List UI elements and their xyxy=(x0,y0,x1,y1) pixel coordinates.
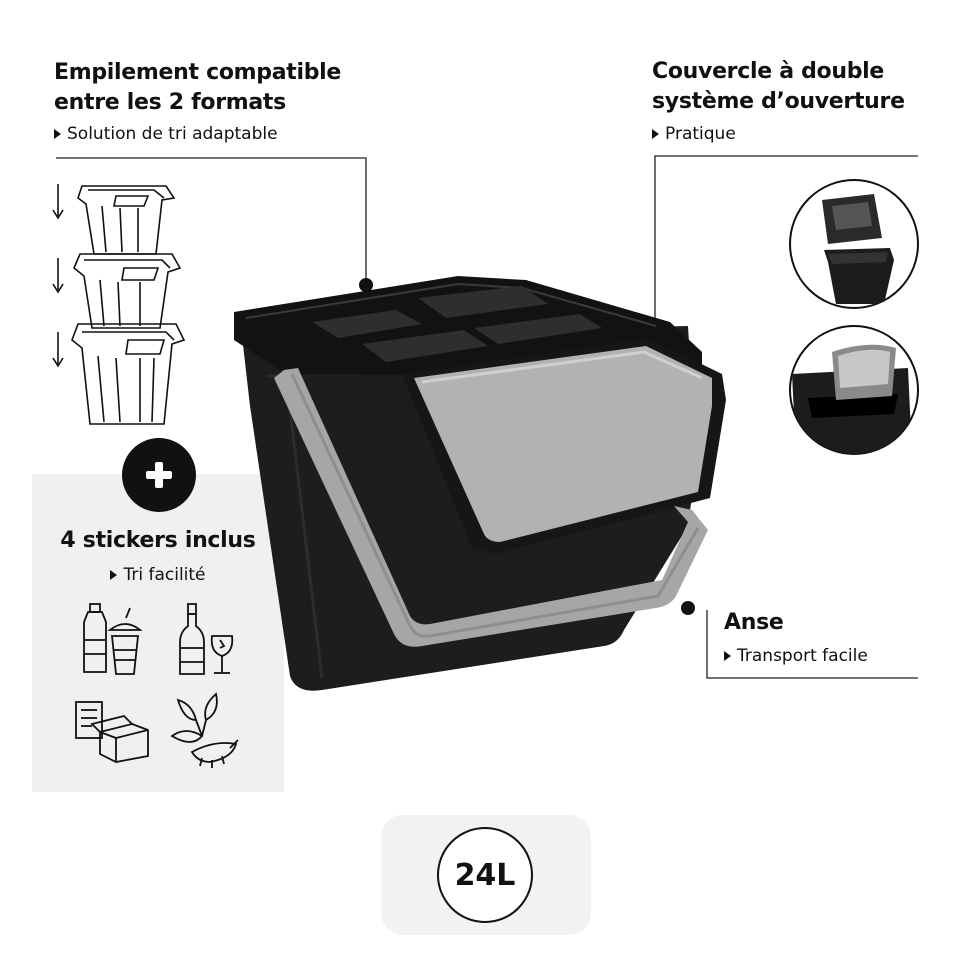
organic-waste-icon xyxy=(170,692,239,768)
stacking-title-line2: entre les 2 formats xyxy=(54,90,286,115)
handle-subtitle: Transport facile xyxy=(724,644,868,668)
bullet-triangle-icon xyxy=(54,129,61,139)
stickers-title: 4 stickers inclus xyxy=(60,528,256,553)
stickers-panel xyxy=(32,474,284,792)
stickers-subtitle: Tri facilité xyxy=(32,563,284,587)
lid-title-line2: système d’ouverture xyxy=(652,89,905,114)
lid-open-top-photo xyxy=(789,179,919,309)
stacking-title-line1: Empilement compatible xyxy=(54,60,342,85)
paper-carton-icon xyxy=(75,701,149,763)
stacking-title: Empilement compatible entre les 2 format… xyxy=(54,58,341,118)
handle-title: Anse xyxy=(724,610,784,635)
glass-bottle-icon xyxy=(179,603,234,675)
stacking-subtitle: Solution de tri adaptable xyxy=(54,122,278,146)
bullet-triangle-icon xyxy=(724,651,731,661)
lid-title-line1: Couvercle à double xyxy=(652,59,885,84)
bullet-triangle-icon xyxy=(652,129,659,139)
stacked-bins-illustration xyxy=(52,184,186,425)
plus-icon xyxy=(122,438,196,512)
plastic-bottles-icon xyxy=(83,603,143,675)
lid-subtitle: Pratique xyxy=(652,122,736,146)
lid-title: Couvercle à double système d’ouverture xyxy=(652,57,905,117)
lid-open-front-photo xyxy=(789,325,919,455)
capacity-badge: 24L xyxy=(437,827,533,923)
bin-illustration xyxy=(234,276,726,691)
bullet-triangle-icon xyxy=(110,570,118,580)
